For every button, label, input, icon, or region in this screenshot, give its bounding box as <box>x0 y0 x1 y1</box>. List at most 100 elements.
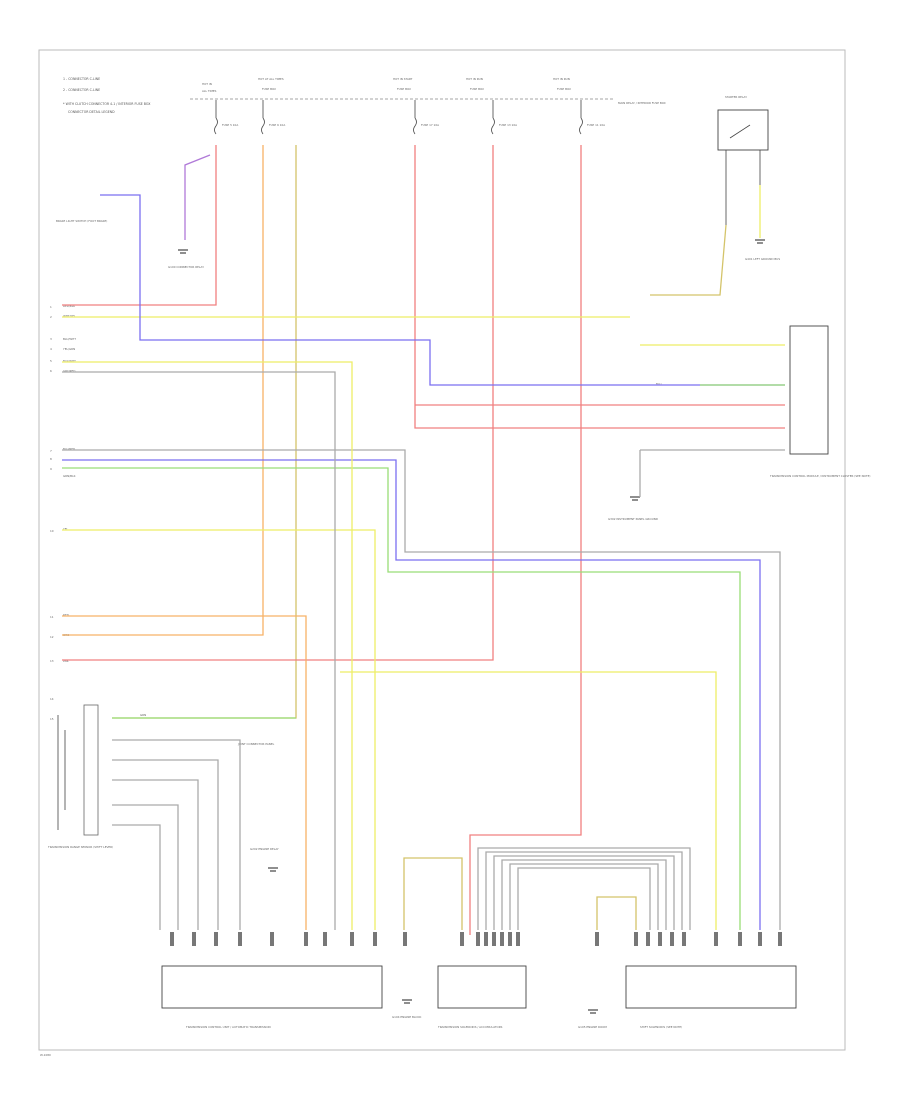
wire-left-gray-1 <box>62 449 781 930</box>
wire-fuse1-red <box>62 145 217 306</box>
connector-terminal <box>238 932 242 946</box>
connector-terminal <box>658 932 662 946</box>
bottom-ground-b-label: G105 ENGINE ROOM <box>578 1025 607 1029</box>
fuse-2-label: FUSE 6 10A <box>269 123 285 127</box>
wire-relay-olive <box>650 224 727 296</box>
wire-label-red: RED <box>63 613 69 617</box>
left-pin-number: 5 <box>50 359 52 363</box>
supply-3-label-a: HOT IN START <box>393 77 413 81</box>
fuse-3: FUSE 17 10A <box>413 100 439 135</box>
bottom-ground-a-label: G104 ENGINE BLOCK <box>392 1015 422 1019</box>
supply-2-label-a: HOT AT ALL TIMES <box>258 77 284 81</box>
fuse-4: FUSE 13 10A <box>491 100 517 135</box>
fuse-4-label: FUSE 13 10A <box>499 123 517 127</box>
left-device-label: BRAKE LIGHT SWITCH (FOOT BRAKE) <box>56 219 107 223</box>
wire-switch-2 <box>112 759 219 930</box>
left-pin-number: 9 <box>50 467 52 471</box>
connector-terminal <box>595 932 599 946</box>
fuse-3-label: FUSE 17 10A <box>421 123 439 127</box>
wire-left-yellow <box>62 529 376 930</box>
connector-terminal <box>373 932 377 946</box>
starter-relay: STARTER RELAY <box>717 95 769 238</box>
connector-terminal <box>646 932 650 946</box>
wire-fuse2-orange <box>62 145 264 636</box>
connector-terminal <box>714 932 718 946</box>
wire-olive-2 <box>403 857 463 930</box>
wire-harness-5 <box>509 863 659 930</box>
supply-4-label-a: HOT IN RUN <box>466 77 483 81</box>
legend-line-3: * WITH CLUTCH CONNECTOR 4-1 / INTERIOR F… <box>63 102 151 106</box>
wire-label-gry-red: GRY/RED <box>63 369 75 373</box>
connector-terminal <box>508 932 512 946</box>
wire-harness-4 <box>501 859 667 930</box>
left-pin-number: 6 <box>50 369 52 373</box>
bottom-module-1-label: TRANSMISSION CONTROL UNIT / AUTOMATIC TR… <box>185 1025 271 1029</box>
left-ground-icon: G100 CONNECTOR RELAY <box>168 249 204 269</box>
shift-switch-label: TRANSMISSION RANGE SENSOR (SHIFT LEVER) <box>47 845 113 849</box>
wire-label-blu-wht: BLU/WHT <box>63 337 76 341</box>
legend-line-1: 1 - CONNECTOR C-LINE <box>63 77 100 81</box>
connector-terminal <box>403 932 407 946</box>
right-mid-ground-label: G302 INSTRUMENT PANEL GROUND <box>608 517 658 521</box>
right-top-ground-icon: G401 LEFT GROUND BUS <box>745 239 780 261</box>
diagram-border <box>38 49 846 1051</box>
wire-olive-3 <box>596 896 637 930</box>
fuse-5: FUSE 11 10A <box>579 100 605 135</box>
connector-terminal <box>476 932 480 946</box>
wire-left-yellow-2 <box>62 361 353 930</box>
fuse-1: FUSE 5 10A <box>214 100 238 135</box>
left-pin-number: 7 <box>50 449 52 453</box>
connector-terminal <box>634 932 638 946</box>
wire-label-pnk: PNK <box>63 659 69 663</box>
left-pin-number: 15 <box>50 717 54 721</box>
left-pin-number: 13 <box>50 659 54 663</box>
fuse-2: FUSE 6 10A <box>261 100 285 135</box>
wire-label-blu-red: BLU/RED <box>63 447 75 451</box>
wire-switch-1 <box>112 739 241 930</box>
wire-harness-6 <box>517 867 651 930</box>
relay-title: STARTER RELAY <box>725 95 747 99</box>
bottom-ground-b-icon: G105 ENGINE ROOM <box>578 1009 607 1029</box>
wire-harness-1 <box>477 847 691 930</box>
right-module: TRANSMISSION CONTROL MODULE / INSTRUMENT… <box>769 325 870 478</box>
shift-switch: TRANSMISSION RANGE SENSOR (SHIFT LEVER) <box>47 704 113 849</box>
supply-4-label-b: FUSE BOX <box>470 87 484 91</box>
wire-layer <box>62 145 785 935</box>
terminal-layer <box>170 932 782 946</box>
wire-mid-yellow <box>340 671 717 930</box>
connector-terminal <box>192 932 196 946</box>
wire-harness-3 <box>493 855 675 930</box>
relay-desc: MAIN RELAY / INTERIOR FUSE BOX <box>618 101 666 105</box>
connector-terminal <box>492 932 496 946</box>
supply-1-label-b: ALL TIMES <box>202 89 217 93</box>
wire-left-gray-2 <box>62 371 336 930</box>
left-pin-number: 11 <box>50 615 54 619</box>
wire-left-blue <box>100 194 785 386</box>
connector-terminal <box>500 932 504 946</box>
left-pin-number: 4 <box>50 347 52 351</box>
footer-code: W-1080 <box>40 1053 51 1057</box>
bottom-module-2-label: TRANSMISSION SOLENOIDS / ACCUMULATORS <box>437 1025 503 1029</box>
legend-line-4: CONNECTOR DETAIL LEGEND <box>68 110 115 114</box>
left-pin-number: 2 <box>50 315 52 319</box>
connector-terminal <box>323 932 327 946</box>
wire-switch-5 <box>112 824 161 930</box>
left-pin-number: 10 <box>50 529 54 533</box>
connector-terminal <box>304 932 308 946</box>
wire-label-blk-wht: BLK/WHT <box>63 359 76 363</box>
right-top-ground-label: G401 LEFT GROUND BUS <box>745 257 780 261</box>
supply-5-label-b: FUSE BOX <box>557 87 571 91</box>
connector-terminal <box>484 932 488 946</box>
connector-terminal <box>350 932 354 946</box>
wire-label-yel-grn: YEL/GRN <box>63 347 75 351</box>
connector-terminal <box>214 932 218 946</box>
wire-switch-4 <box>112 804 179 930</box>
connector-terminal <box>670 932 674 946</box>
fuse-5-label: FUSE 11 10A <box>587 123 605 127</box>
left-pin-number: 3 <box>50 337 52 341</box>
bottom-module-3: SHIFT SOLENOIDS (SEE NOTE) <box>625 965 797 1029</box>
left-pin-number: 1 <box>50 305 52 309</box>
connector-terminal <box>270 932 274 946</box>
wire-label-wht-yel: WHT/YEL <box>63 314 76 318</box>
